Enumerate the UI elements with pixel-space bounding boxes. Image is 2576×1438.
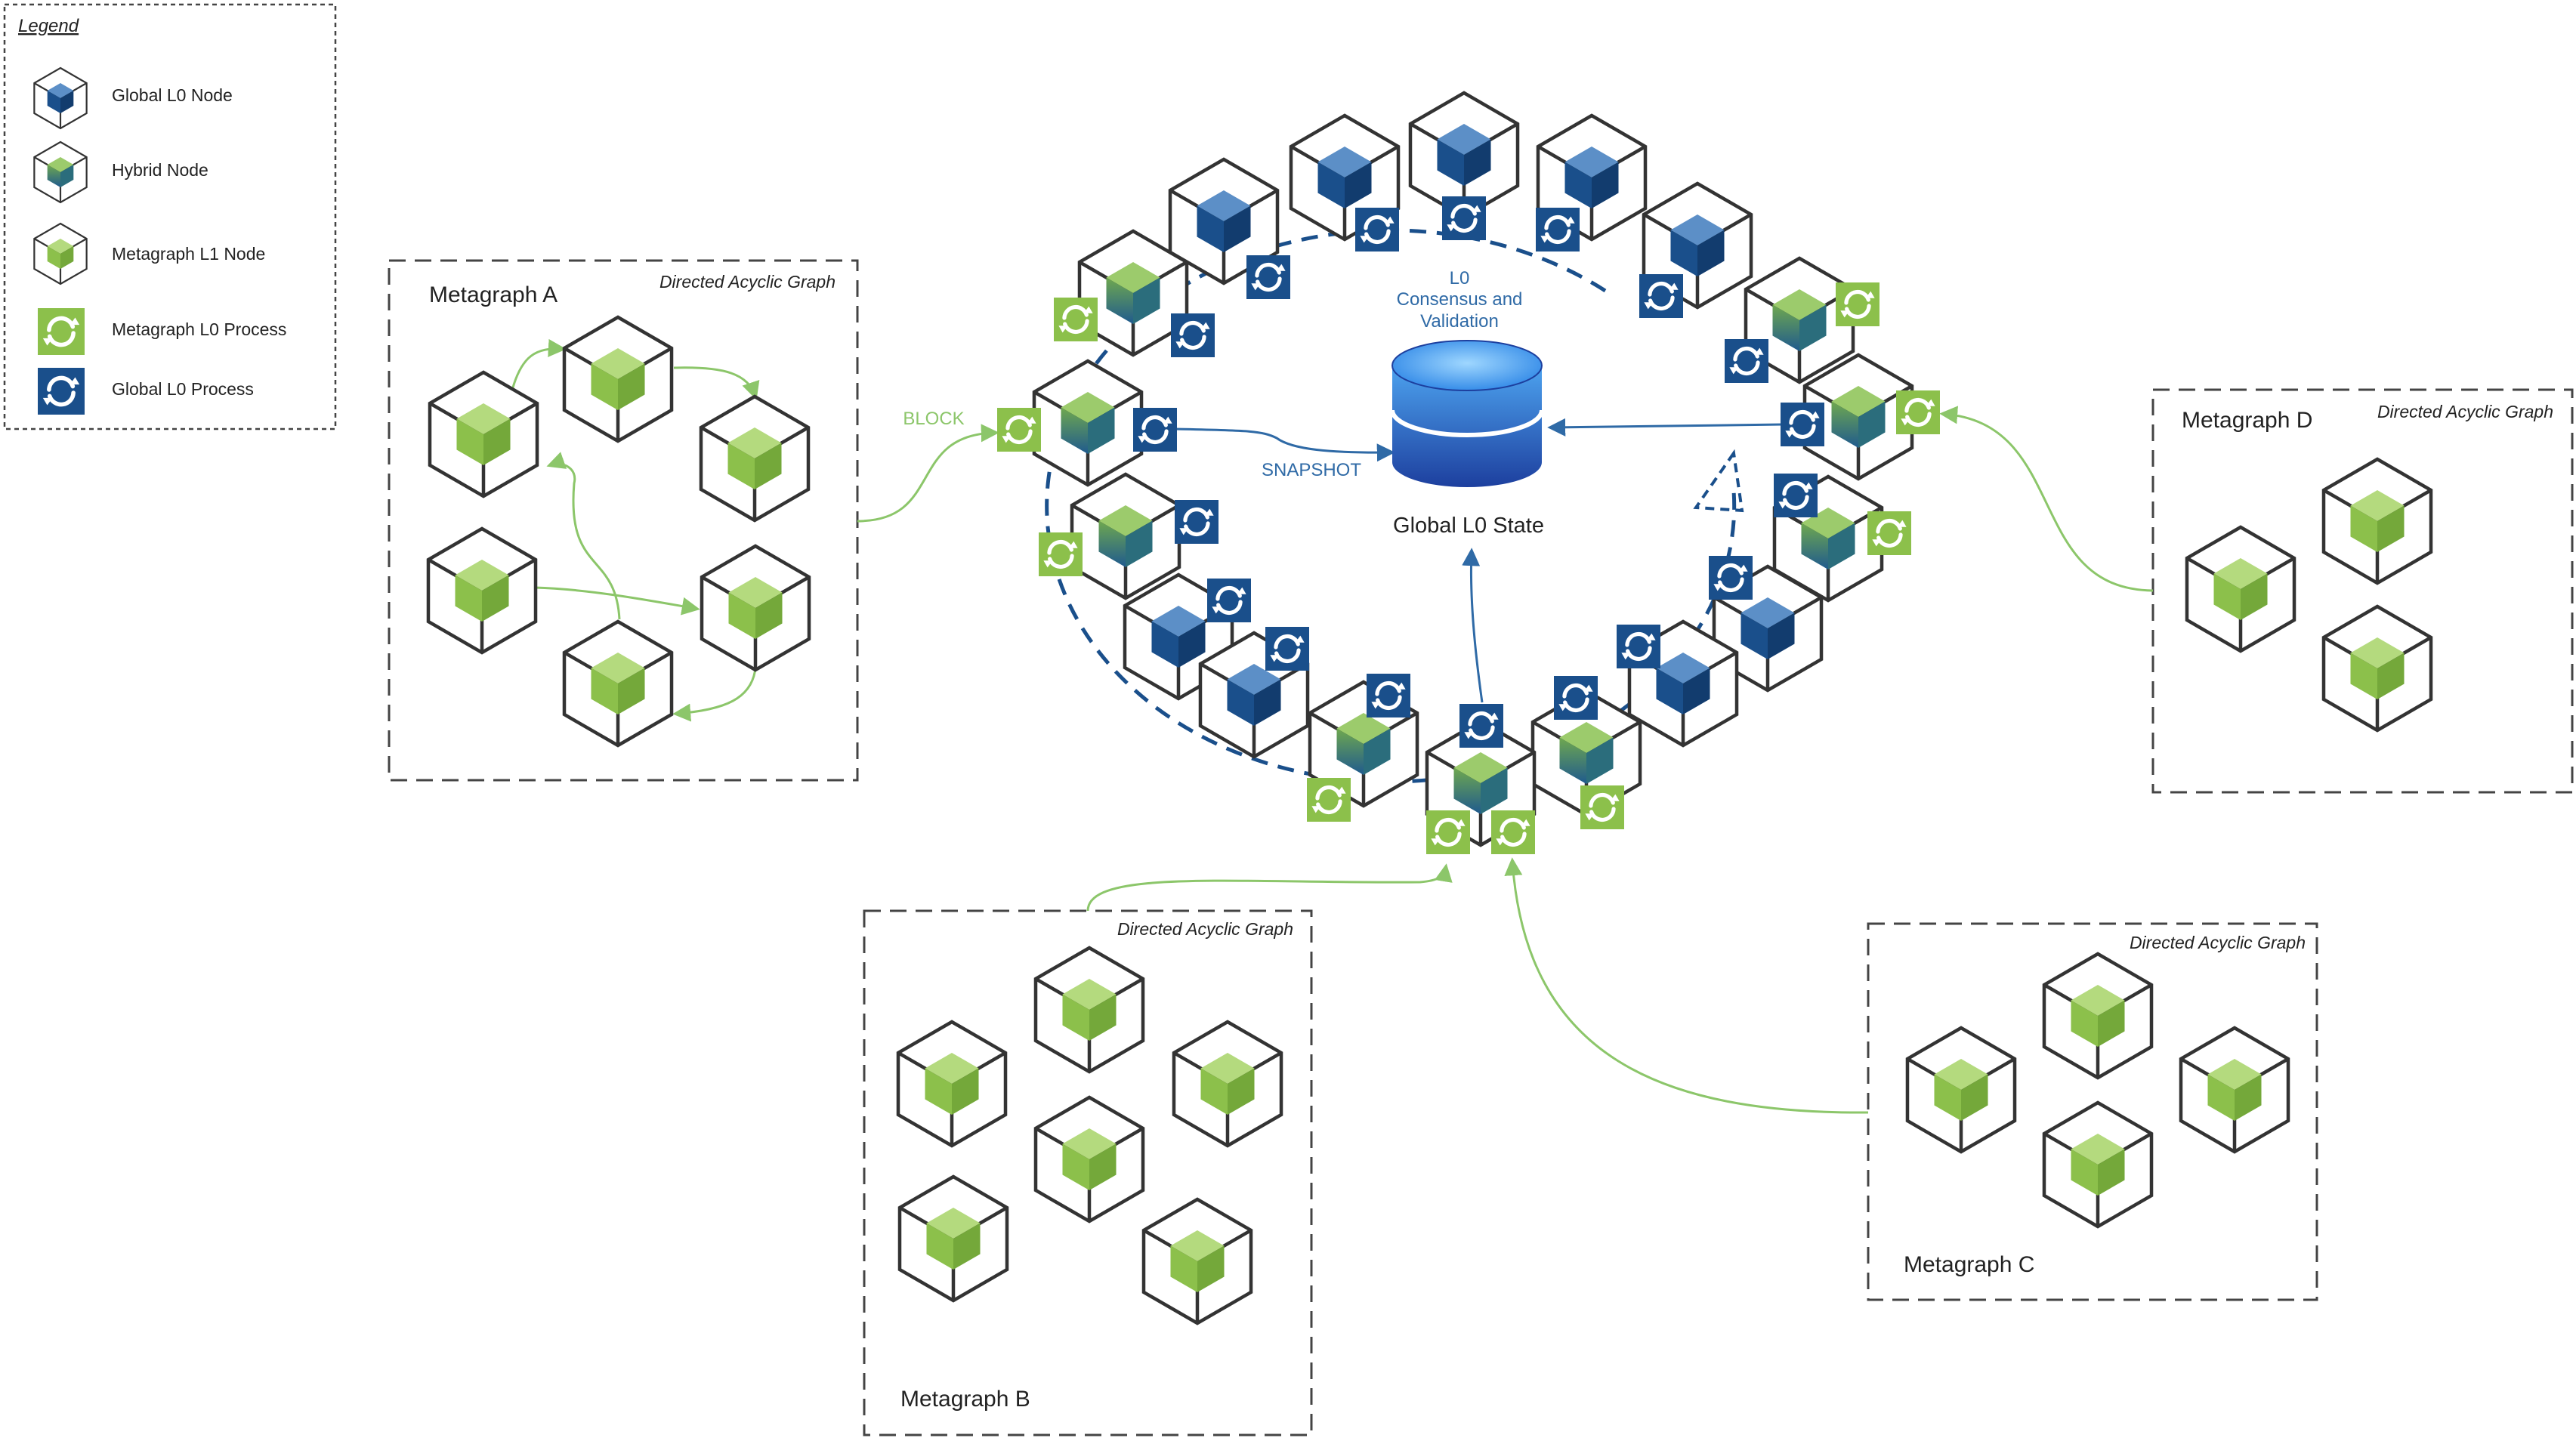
block-label: BLOCK — [903, 409, 964, 429]
metagraph-d-title: Metagraph D — [2182, 408, 2312, 433]
global-l0-state-database — [1390, 340, 1544, 487]
metagraph-l0-process-22 — [1580, 785, 1624, 829]
global-l0-process-13 — [1133, 408, 1177, 452]
global-l0-process-23 — [1554, 676, 1598, 720]
metagraph-l1-node-13 — [1905, 1026, 2017, 1154]
global-l0-process-1 — [1246, 255, 1290, 299]
hybrid-node-16 — [1530, 689, 1642, 817]
consensus-loop — [1045, 228, 1744, 784]
legend-title: Legend — [18, 16, 79, 36]
metagraph-a-title: Metagraph A — [429, 282, 558, 307]
metagraph-b-box: Metagraph B Directed Acyclic Graph — [863, 909, 1313, 1436]
legend-label-hybrid-node: Hybrid Node — [112, 160, 208, 180]
global-l0-process-icon — [38, 368, 85, 415]
global-l0-process-20 — [1617, 625, 1660, 668]
metagraph-l1-node-9 — [1172, 1020, 1283, 1148]
metagraph-l0-process-8 — [1896, 390, 1940, 434]
legend-label-global-l0-node: Global L0 Node — [112, 85, 233, 105]
global-l0-process-15 — [1175, 500, 1219, 544]
global-l0-process-19 — [1207, 579, 1251, 622]
global-l0-process-5 — [1639, 274, 1683, 318]
metagraph-l1-node-7 — [896, 1020, 1008, 1148]
hybrid-node-7 — [1802, 353, 1914, 481]
metagraph-b-title: Metagraph B — [900, 1387, 1030, 1412]
metagraph-c-box: Metagraph C Directed Acyclic Graph — [1867, 922, 2318, 1301]
global-l0-node-icon — [33, 66, 88, 130]
global-l0-process-17 — [1774, 474, 1818, 517]
metagraph-b-tag: Directed Acyclic Graph — [1117, 919, 1293, 939]
hybrid-node-8 — [1077, 229, 1189, 357]
metagraph-l1-node-1 — [428, 370, 539, 498]
legend-label-global-l0-process: Global L0 Process — [112, 379, 254, 399]
metagraph-c-title: Metagraph C — [1904, 1252, 2034, 1277]
metagraph-d-tag: Directed Acyclic Graph — [2377, 402, 2553, 421]
global-l0-process-2 — [1355, 208, 1399, 251]
metagraph-l1-node-3 — [699, 394, 811, 523]
metagraph-l1-node-12 — [1141, 1197, 1253, 1325]
global-l0-node-1 — [1168, 157, 1280, 285]
metagraph-l0-process-14 — [1039, 532, 1083, 576]
global-l0-process-4 — [1536, 208, 1580, 251]
metagraph-l1-node-15 — [2179, 1026, 2290, 1154]
metagraph-l1-node-16 — [2042, 1100, 2154, 1229]
global-l0-process-18 — [1709, 556, 1753, 600]
metagraph-l0-process-24 — [1307, 778, 1351, 822]
metagraph-l1-node-5 — [700, 544, 811, 672]
metagraph-l0-process-16 — [1867, 511, 1911, 555]
metagraph-l0-process-icon — [38, 308, 85, 355]
metagraph-l1-node-8 — [1033, 946, 1145, 1074]
legend: Legend Global L0 Node Hybrid Node Metagr… — [3, 3, 337, 430]
global-l0-process-11 — [1171, 313, 1215, 357]
consensus-label-line2: Consensus and — [1397, 289, 1523, 310]
metagraph-l1-node-14 — [2042, 952, 2154, 1080]
metagraph-d-box: Metagraph D Directed Acyclic Graph — [2151, 388, 2574, 794]
metagraph-l0-process-12 — [997, 408, 1041, 452]
metagraph-l1-node-19 — [2321, 604, 2433, 733]
global-l0-state-label: Global L0 State — [1393, 514, 1544, 538]
metagraph-l1-node-11 — [897, 1174, 1009, 1303]
hybrid-node-9 — [1032, 359, 1144, 487]
metagraph-l1-node-2 — [562, 315, 674, 443]
global-l0-process-21 — [1265, 627, 1309, 671]
consensus-label-line3: Validation — [1420, 311, 1499, 332]
global-l0-process-25 — [1367, 674, 1410, 717]
metagraph-l1-node-4 — [426, 526, 538, 655]
hybrid-node-10 — [1070, 472, 1181, 600]
snapshot-label: SNAPSHOT — [1262, 460, 1361, 480]
diagram-nodes — [426, 91, 2433, 1325]
global-l0-process-9 — [1781, 403, 1824, 446]
metagraph-l1-node-10 — [1033, 1095, 1145, 1224]
metagraph-l0-process-26 — [1426, 810, 1470, 854]
metagraph-c-tag: Directed Acyclic Graph — [2130, 933, 2306, 952]
metagraph-l1-node-17 — [2185, 525, 2296, 653]
legend-label-metagraph-l1-node: Metagraph L1 Node — [112, 244, 265, 264]
global-l0-process-3 — [1442, 196, 1486, 240]
metagraph-l0-process-10 — [1054, 298, 1098, 341]
metagraph-l1-node-icon — [33, 222, 88, 285]
metagraph-l1-node-18 — [2321, 457, 2433, 585]
legend-label-metagraph-l0-process: Metagraph L0 Process — [112, 319, 286, 339]
hybrid-node-icon — [33, 140, 88, 204]
hybrid-node-6 — [1744, 256, 1855, 384]
metagraph-l0-process-6 — [1836, 282, 1879, 326]
metagraph-l0-process-27 — [1491, 810, 1535, 854]
metagraph-a-tag: Directed Acyclic Graph — [659, 272, 836, 292]
global-l0-process-28 — [1459, 704, 1503, 748]
consensus-label-line1: L0 — [1450, 268, 1470, 289]
flow-connectors — [510, 338, 2154, 1114]
metagraph-l1-node-6 — [562, 619, 674, 748]
global-l0-process-7 — [1725, 339, 1768, 383]
